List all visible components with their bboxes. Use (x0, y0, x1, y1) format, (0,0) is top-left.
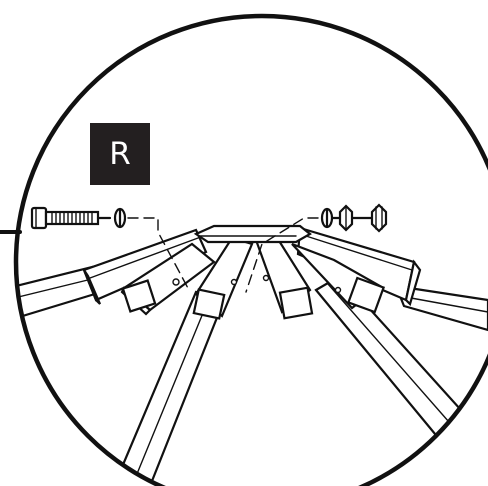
detail-contents (16, 203, 488, 486)
hex-bolt-icon (30, 206, 112, 230)
frame-leg-bottom-left (112, 290, 226, 486)
frame-leg-lower-right (394, 284, 488, 332)
step-badge-background (90, 123, 150, 185)
connector-arm-left (82, 228, 208, 305)
square-sleeve-center-left (192, 236, 254, 320)
flat-washer-icon (320, 207, 341, 229)
flat-washer-icon (113, 207, 127, 229)
square-sleeve-left (120, 242, 216, 316)
step-badge-label: R (109, 136, 131, 172)
step-badge: R (90, 123, 150, 185)
connector-arm-right (296, 226, 422, 307)
hub-plate (193, 224, 312, 244)
detail-circle (13, 13, 488, 486)
bolt-path-dashed (127, 217, 319, 293)
lock-washer-icon (338, 204, 374, 232)
hex-nut-icon (370, 203, 388, 233)
square-sleeve-right (291, 242, 386, 314)
